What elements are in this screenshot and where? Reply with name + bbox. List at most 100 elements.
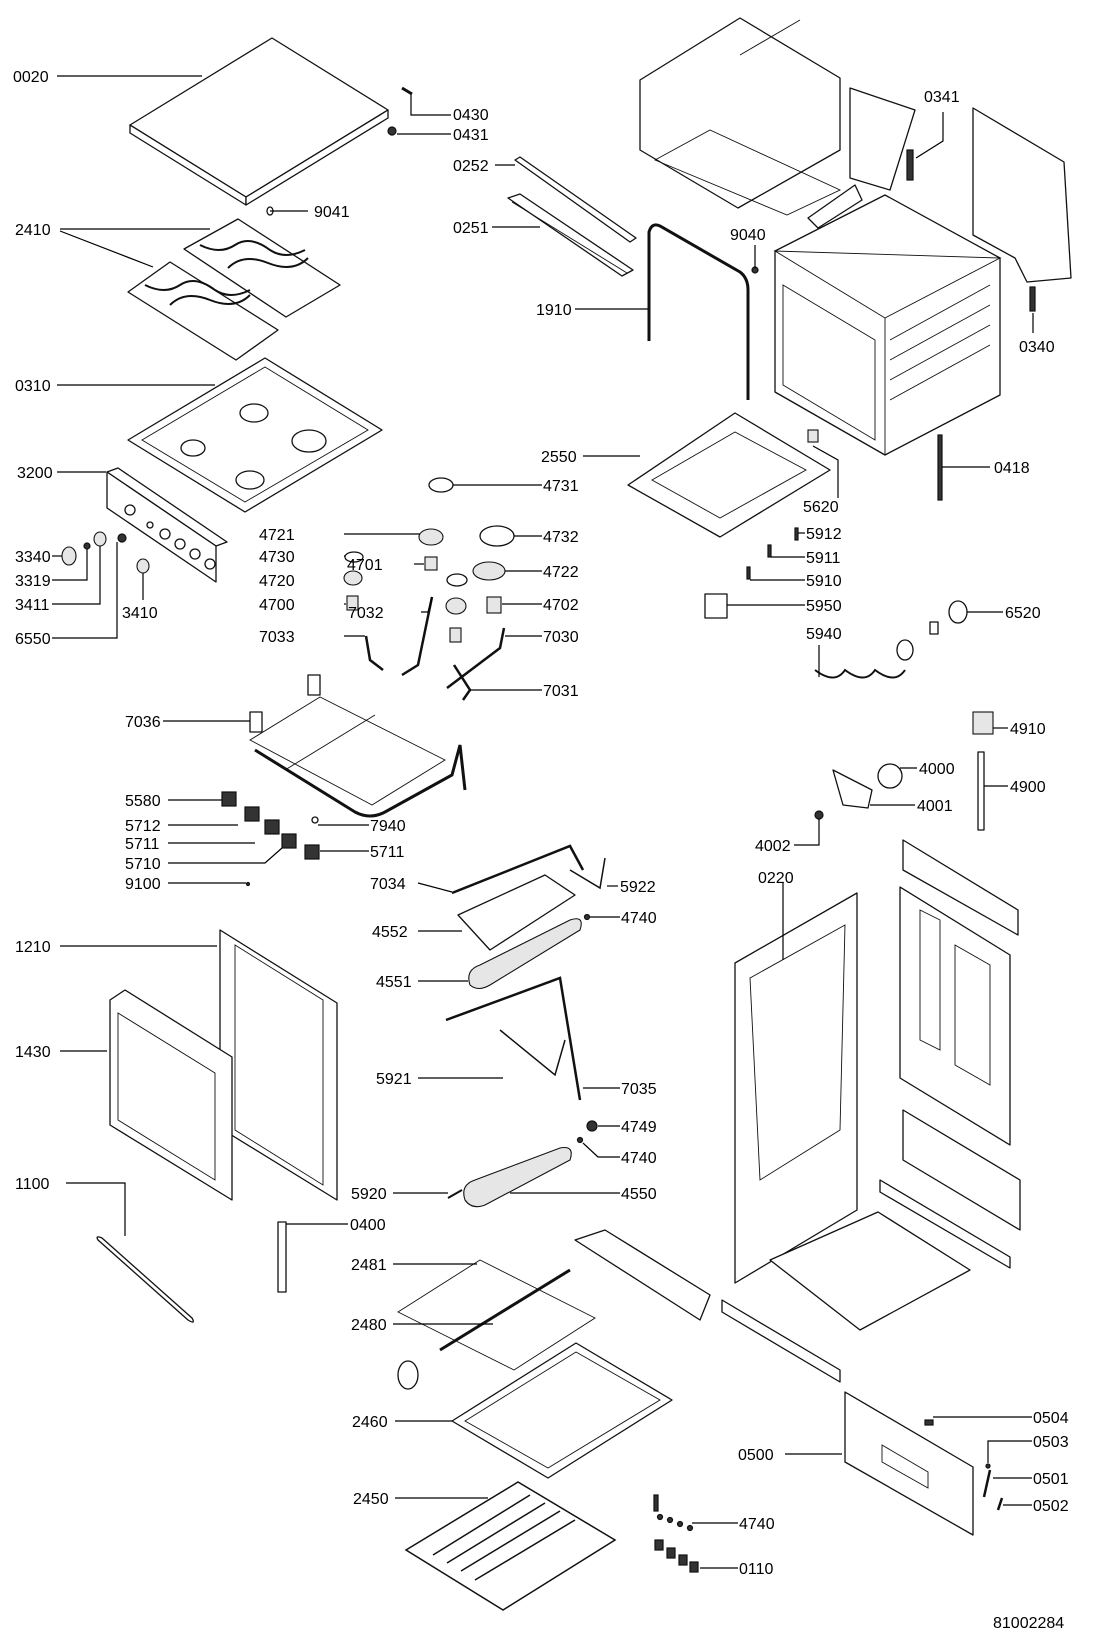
callout-2481: 2481	[351, 1257, 387, 1274]
part-crown-4722	[472, 561, 506, 581]
callout-4740-c: 4740	[739, 1516, 775, 1533]
part-pipe-7032	[401, 596, 434, 677]
part-thermocouple-5920	[447, 1189, 463, 1199]
part-knob-3340	[61, 546, 77, 566]
part-lower-panel	[902, 1109, 1021, 1231]
callout-1210: 1210	[15, 939, 51, 956]
part-pipe-7035	[445, 976, 582, 1101]
part-element-4900	[977, 751, 985, 831]
callout-0431: 0431	[453, 127, 489, 144]
part-injector-5910	[746, 566, 751, 580]
callout-5922: 5922	[620, 879, 656, 896]
callout-4550: 4550	[621, 1186, 657, 1203]
part-tap-5710	[281, 833, 297, 849]
callout-4732: 4732	[543, 529, 579, 546]
part-motor-4000	[877, 763, 903, 789]
callout-4551: 4551	[376, 974, 412, 991]
callout-5920: 5920	[351, 1186, 387, 1203]
callout-0501: 0501	[1033, 1471, 1069, 1488]
part-body-4700	[346, 595, 359, 611]
part-top-shroud	[639, 17, 842, 216]
callout-7036: 7036	[125, 714, 161, 731]
part-pipe-7031	[452, 664, 472, 701]
callout-0418: 0418	[994, 460, 1030, 477]
callout-0400: 0400	[350, 1217, 386, 1234]
callout-4701: 4701	[347, 557, 383, 574]
callout-5710: 5710	[125, 856, 161, 873]
callout-0500: 0500	[738, 1447, 774, 1464]
part-grill-burner-4552	[457, 874, 576, 951]
callout-4700: 4700	[259, 597, 295, 614]
callout-4740-a: 4740	[621, 910, 657, 927]
callout-2550: 2550	[541, 449, 577, 466]
part-cap-small	[446, 573, 468, 587]
part-oven-base-2550	[627, 412, 831, 538]
part-lid-0020	[129, 37, 389, 206]
callout-4900: 4900	[1010, 779, 1046, 796]
callout-6550: 6550	[15, 631, 51, 648]
part-pan-supports-2410	[127, 218, 341, 361]
part-inner-door-1210	[219, 929, 338, 1201]
part-ring-7940	[311, 816, 319, 824]
part-lamp-6520	[896, 600, 968, 661]
document-number: 81002284	[993, 1615, 1064, 1632]
callout-5921: 5921	[376, 1071, 412, 1088]
part-rear-vent	[902, 839, 1019, 936]
callout-4001: 4001	[917, 798, 953, 815]
callout-0220: 0220	[758, 870, 794, 887]
part-thermocouple-5921	[499, 1029, 566, 1077]
callout-4730: 4730	[259, 549, 295, 566]
callout-2410: 2410	[15, 222, 51, 239]
callout-4000: 4000	[919, 761, 955, 778]
callout-0340: 0340	[1019, 339, 1055, 356]
part-tap-5712	[244, 806, 260, 822]
callout-5580: 5580	[125, 793, 161, 810]
part-bezel-3411	[93, 531, 107, 547]
part-injector-5911	[767, 544, 772, 558]
part-grid-2450	[404, 1481, 617, 1611]
callout-4552: 4552	[372, 924, 408, 941]
part-clip-0502	[996, 1497, 1004, 1511]
callout-3410: 3410	[122, 605, 158, 622]
part-thermocouple-5922	[569, 857, 606, 890]
callout-0341: 0341	[924, 89, 960, 106]
part-hob-top-0310	[127, 357, 383, 513]
callout-2460: 2460	[352, 1414, 388, 1431]
callout-7035: 7035	[621, 1081, 657, 1098]
callout-2480: 2480	[351, 1317, 387, 1334]
callout-7033: 7033	[259, 629, 295, 646]
callout-1430: 1430	[15, 1044, 51, 1061]
part-burner-4550	[463, 1146, 572, 1208]
part-base-rail	[879, 1179, 1011, 1269]
part-nut-4002	[814, 810, 824, 820]
part-harness-5940	[814, 668, 906, 679]
callout-5711-b: 5711	[370, 844, 405, 861]
part-injector-5912	[794, 527, 799, 541]
callout-7031: 7031	[543, 683, 579, 700]
part-bracket-0341	[906, 149, 914, 181]
callout-4910: 4910	[1010, 721, 1046, 738]
part-pipe-7030	[446, 627, 506, 689]
callout-4749: 4749	[621, 1119, 657, 1136]
part-baffle-2480	[439, 1268, 571, 1352]
part-strip-0418	[937, 434, 943, 501]
part-back-panel	[972, 107, 1072, 283]
part-oven-cavity	[773, 194, 1002, 456]
callout-4740-b: 4740	[621, 1150, 657, 1167]
part-ignition-unit-5950	[704, 593, 728, 619]
part-crown-aux	[445, 597, 467, 615]
part-base-plate	[769, 1211, 971, 1331]
callout-1100: 1100	[15, 1176, 50, 1193]
callout-1910: 1910	[536, 302, 572, 319]
part-bracket-0340	[1029, 286, 1036, 312]
callout-4721: 4721	[259, 527, 295, 544]
part-rail-0251	[507, 193, 634, 277]
callout-0430: 0430	[453, 107, 489, 124]
part-pipe-7033	[364, 635, 384, 671]
callout-9041: 9041	[314, 204, 350, 221]
part-ring-3319	[83, 542, 91, 550]
part-deflector	[574, 1229, 711, 1321]
callout-5940: 5940	[806, 626, 842, 643]
part-nut-4740-a	[583, 913, 591, 921]
